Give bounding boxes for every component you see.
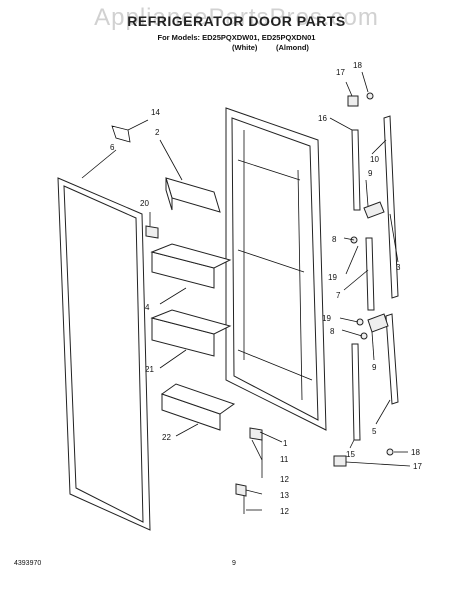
bottom-hinge-parts [235,427,263,514]
callout-label: 21 [145,365,154,374]
document-number: 4393970 [14,560,42,567]
clip-part [111,125,131,143]
callout-label: 8 [332,235,337,244]
diagram-title: REFRIGERATOR DOOR PARTS [127,13,346,29]
callout-label: 14 [151,108,160,117]
door-bin-lower [150,309,232,357]
callout-label: 16 [318,114,327,123]
callout-label: 18 [411,448,420,457]
door-bin-upper [150,243,232,289]
callout-label: 11 [280,455,289,464]
callout-label: 19 [322,314,331,323]
variant-white: (White) [232,43,258,52]
model-numbers: For Models: ED25PQXDW01, ED25PQXDN01 [157,33,316,42]
callout-label: 17 [413,462,422,471]
callout-label: 9 [372,363,377,372]
leader-lines [81,71,411,511]
callout-label: 6 [110,143,115,152]
door-liner [225,107,327,431]
callout-label: 5 [372,427,377,436]
door-shelf-bottom [160,383,236,431]
callout-label: 15 [346,450,355,459]
callout-label: 4 [145,303,150,312]
callout-label: 9 [368,169,373,178]
callout-label: 22 [162,433,171,442]
callout-label: 10 [370,155,379,164]
callout-label: 1 [283,439,288,448]
callout-label: 12 [280,507,289,516]
callout-label: 13 [280,491,289,500]
page-number: 9 [232,560,236,567]
callout-label: 17 [336,68,345,77]
watermark: AppliancePartsPros.com [94,4,379,31]
cam-part [145,225,159,239]
variant-almond: (Almond) [276,43,309,52]
callout-labels: 14 2 6 20 4 21 22 17 18 16 10 9 8 19 7 3… [110,61,422,516]
callout-label: 19 [328,273,337,282]
callout-label: 8 [330,327,335,336]
callout-label: 7 [336,291,341,300]
callout-label: 20 [140,199,149,208]
door-gasket [57,177,151,531]
hinge-parts [333,92,399,467]
callout-label: 18 [353,61,362,70]
callout-label: 2 [155,128,160,137]
callout-label: 12 [280,475,289,484]
callout-label: 3 [396,263,401,272]
dairy-door [165,177,221,213]
